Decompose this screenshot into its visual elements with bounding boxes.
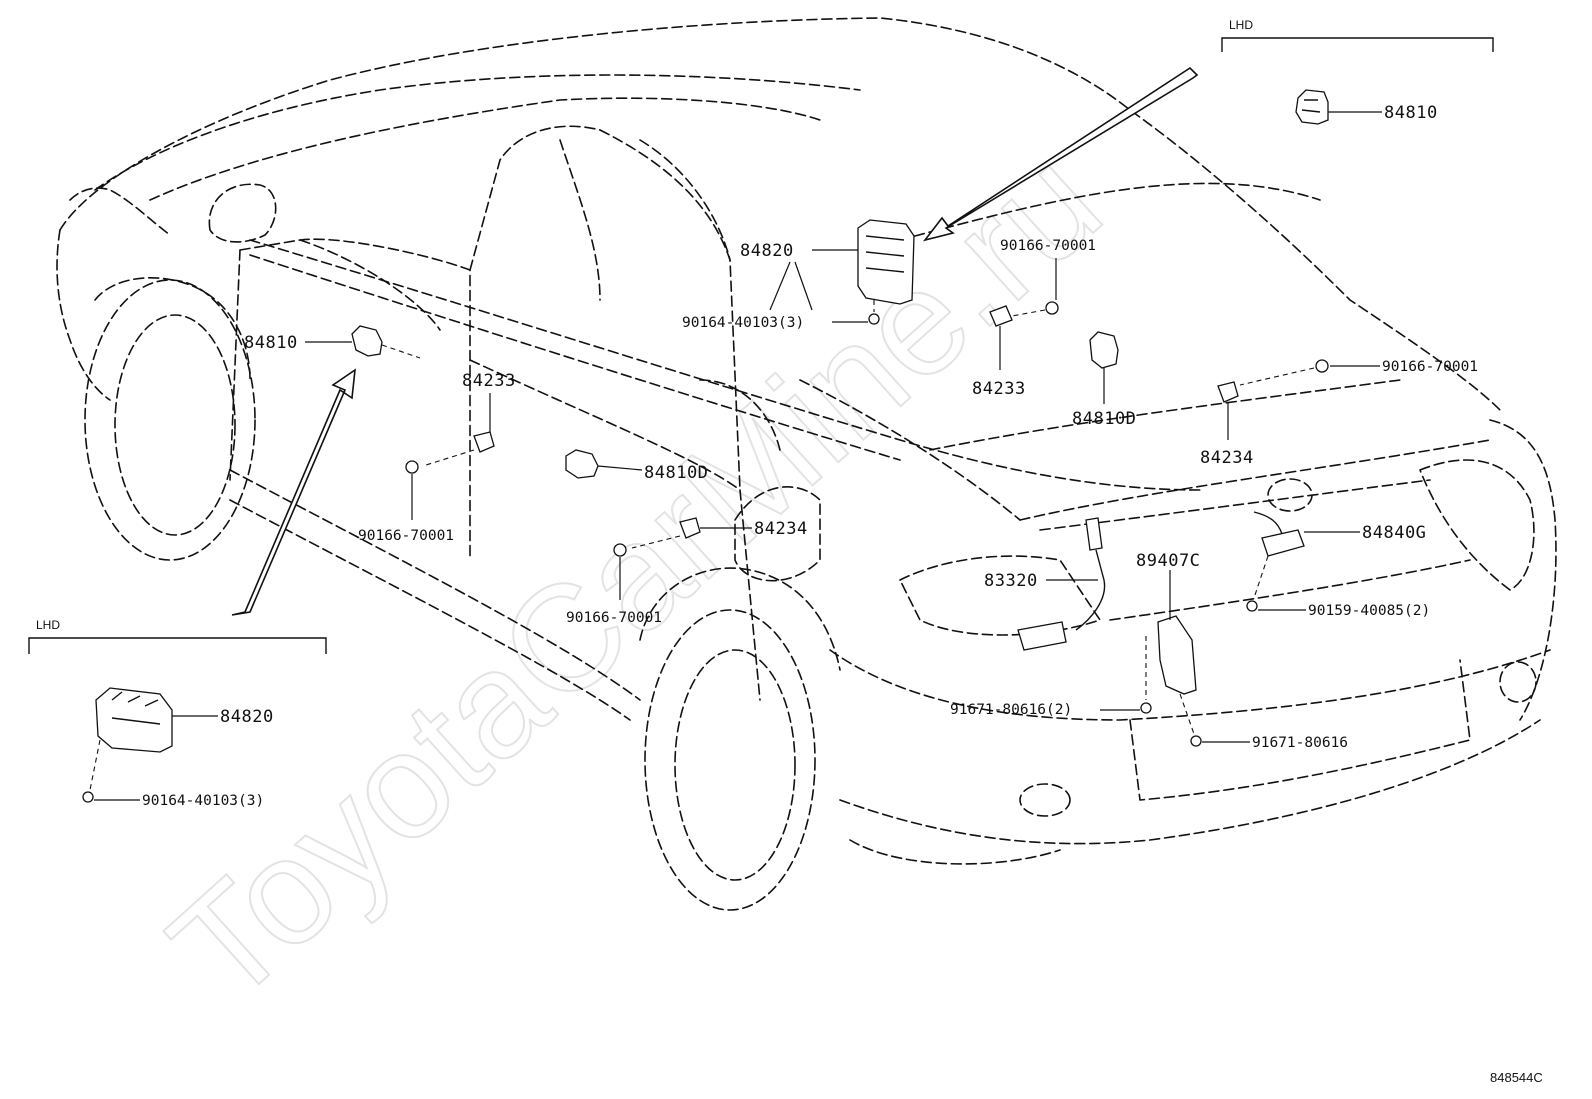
master-switch-icon bbox=[857, 219, 915, 305]
courtesy-switch-icon bbox=[679, 517, 701, 539]
label-84233-left: 84233 bbox=[462, 371, 516, 391]
label-90166-top: 90166-70001 bbox=[1000, 238, 1096, 254]
screw-icon bbox=[1190, 735, 1202, 747]
sensor-icon bbox=[1085, 517, 1103, 551]
rear-window-switch-icon bbox=[565, 449, 599, 479]
label-84233-right: 84233 bbox=[972, 379, 1026, 399]
window-switch-icon bbox=[1295, 89, 1329, 125]
trunk-opener-switch-icon bbox=[1261, 529, 1305, 557]
label-90166-left: 90166-70001 bbox=[358, 528, 454, 544]
label-84840G: 84840G bbox=[1362, 523, 1426, 543]
label-84234-mid: 84234 bbox=[754, 519, 808, 539]
lhd-tag-bottom: LHD bbox=[36, 618, 60, 632]
pointer-arrow-left bbox=[231, 368, 356, 616]
diagram-code: 848544C bbox=[1490, 1070, 1543, 1085]
label-90166-right: 90166-70001 bbox=[1382, 359, 1478, 375]
master-switch-icon bbox=[95, 687, 173, 753]
label-89407C: 89407C bbox=[1136, 551, 1200, 571]
screw-icon bbox=[405, 460, 419, 474]
courtesy-switch-icon bbox=[989, 305, 1013, 327]
label-90159: 90159-40085(2) bbox=[1308, 603, 1430, 619]
label-84810D-mid: 84810D bbox=[644, 463, 708, 483]
label-84820-main: 84820 bbox=[740, 241, 794, 261]
screw-icon bbox=[82, 791, 94, 803]
label-91671-a: 91671-80616(2) bbox=[950, 702, 1072, 718]
lhd-inset-bottom-left: LHD 84820 90164-40103(3) bbox=[28, 618, 327, 809]
rear-window-switch-icon bbox=[1089, 331, 1119, 369]
screw-icon bbox=[868, 313, 880, 325]
label-84810D-right: 84810D bbox=[1072, 409, 1136, 429]
screw-icon bbox=[1315, 359, 1329, 373]
label-90166-mid: 90166-70001 bbox=[566, 610, 662, 626]
screw-icon bbox=[1045, 301, 1059, 315]
door-window-switch-icon bbox=[351, 325, 383, 357]
screw-icon bbox=[613, 543, 627, 557]
courtesy-switch-icon bbox=[473, 431, 495, 453]
label-90164-inset: 90164-40103(3) bbox=[142, 793, 264, 809]
screw-icon bbox=[1140, 702, 1152, 714]
courtesy-switch-icon bbox=[1217, 381, 1239, 403]
label-84810-left: 84810 bbox=[244, 333, 298, 353]
label-90164-main: 90164-40103(3) bbox=[682, 315, 804, 331]
label-84234-right: 84234 bbox=[1200, 448, 1254, 468]
label-84810-inset: 84810 bbox=[1384, 103, 1438, 123]
lhd-inset-top-right: LHD 84810 bbox=[1221, 18, 1494, 125]
car-outline bbox=[56, 17, 1557, 911]
pointer-arrow-right bbox=[922, 66, 1199, 242]
lhd-tag-top: LHD bbox=[1229, 18, 1253, 32]
watermark: ToyotaCarMine.ru bbox=[139, 117, 1131, 1034]
label-83320: 83320 bbox=[984, 571, 1038, 591]
label-84820-inset: 84820 bbox=[220, 707, 274, 727]
label-91671-b: 91671-80616 bbox=[1252, 735, 1348, 751]
bracket-sensor-icon bbox=[1157, 615, 1197, 695]
screw-icon bbox=[1246, 600, 1258, 612]
